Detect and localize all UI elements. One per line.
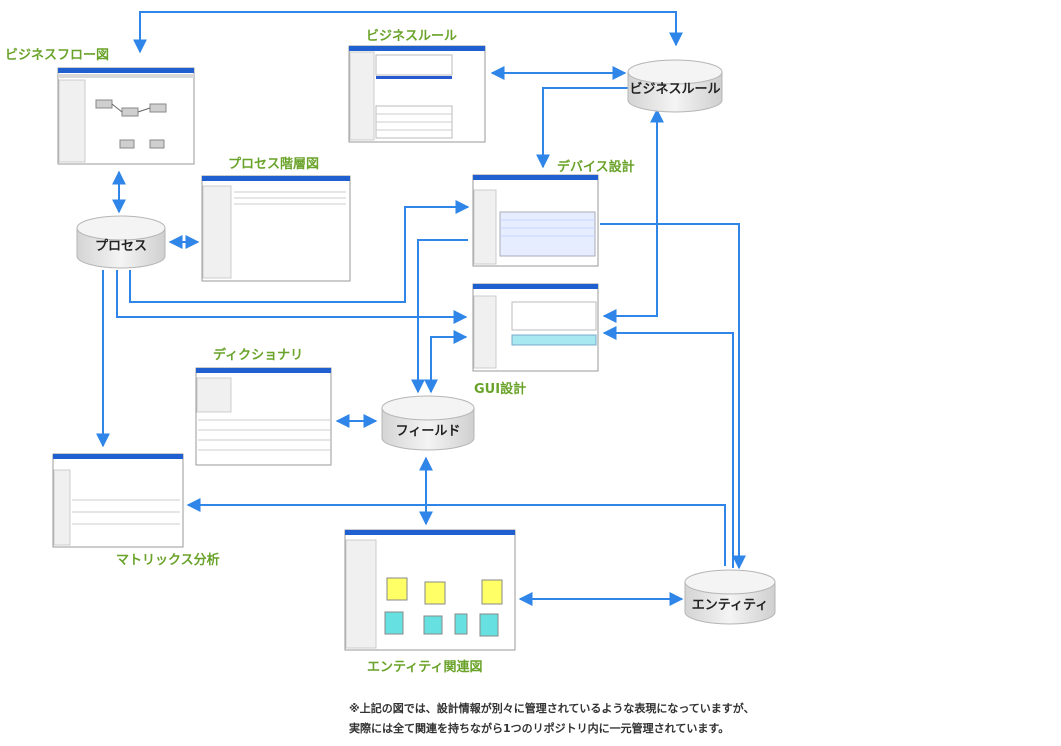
arrow-process-to-gui xyxy=(116,270,468,324)
entity-database xyxy=(684,569,776,625)
dictionary-label: ディクショナリ xyxy=(213,348,304,363)
matrix-analysis-screenshot xyxy=(52,453,184,548)
device-design-screenshot xyxy=(472,174,599,267)
footnote-line-1: ※上記の図では、設計情報が別々に管理されているような表現になっていますが、 xyxy=(349,702,755,715)
arrow-flow-to-rule-top xyxy=(133,11,683,54)
gui-design-label: GUI設計 xyxy=(474,382,527,397)
dictionary-screenshot xyxy=(195,367,332,466)
footnote: ※上記の図では、設計情報が別々に管理されているような表現になっていますが、 実際… xyxy=(349,699,755,739)
arrow-rule-db-to-gui xyxy=(602,108,664,323)
business-flow-screenshot xyxy=(57,67,195,165)
arrow-device-to-entity xyxy=(600,223,746,570)
arrow-device-to-field xyxy=(411,239,468,394)
entity-relationship-screenshot xyxy=(344,529,516,651)
field-database xyxy=(381,395,475,451)
business-flow-label: ビジネスフロー図 xyxy=(5,48,110,63)
device-design-label: デバイス設計 xyxy=(557,160,635,175)
matrix-analysis-label: マトリックス分析 xyxy=(116,553,220,568)
business-rule-database xyxy=(627,59,723,113)
field-db-label: フィールド xyxy=(396,424,461,439)
entity-db-label: エンティティ xyxy=(692,598,768,613)
business-rule-db-label: ビジネスルール xyxy=(629,81,720,97)
arrow-process-to-device xyxy=(129,200,470,303)
arrow-entity-to-gui xyxy=(602,326,734,568)
business-rule-screenshot xyxy=(348,45,486,143)
business-rule-label: ビジネスルール xyxy=(366,29,458,44)
process-database xyxy=(76,215,166,269)
gui-design-screenshot xyxy=(472,283,599,372)
arrow-gui-to-field xyxy=(424,330,468,394)
process-hierarchy-screenshot xyxy=(201,175,351,282)
footnote-line-2: 実際には全て関連を持ちながら1つのリポジトリ内に一元管理されています。 xyxy=(349,722,730,735)
entity-relationship-label: エンティティ関連図 xyxy=(367,660,483,675)
arrow-rule-db-to-device xyxy=(536,87,628,169)
process-db-label: プロセス xyxy=(95,239,147,254)
connector-arrows xyxy=(96,11,746,606)
process-hierarchy-label: プロセス階層図 xyxy=(228,157,320,172)
arrow-entity-to-matrix xyxy=(186,498,726,566)
